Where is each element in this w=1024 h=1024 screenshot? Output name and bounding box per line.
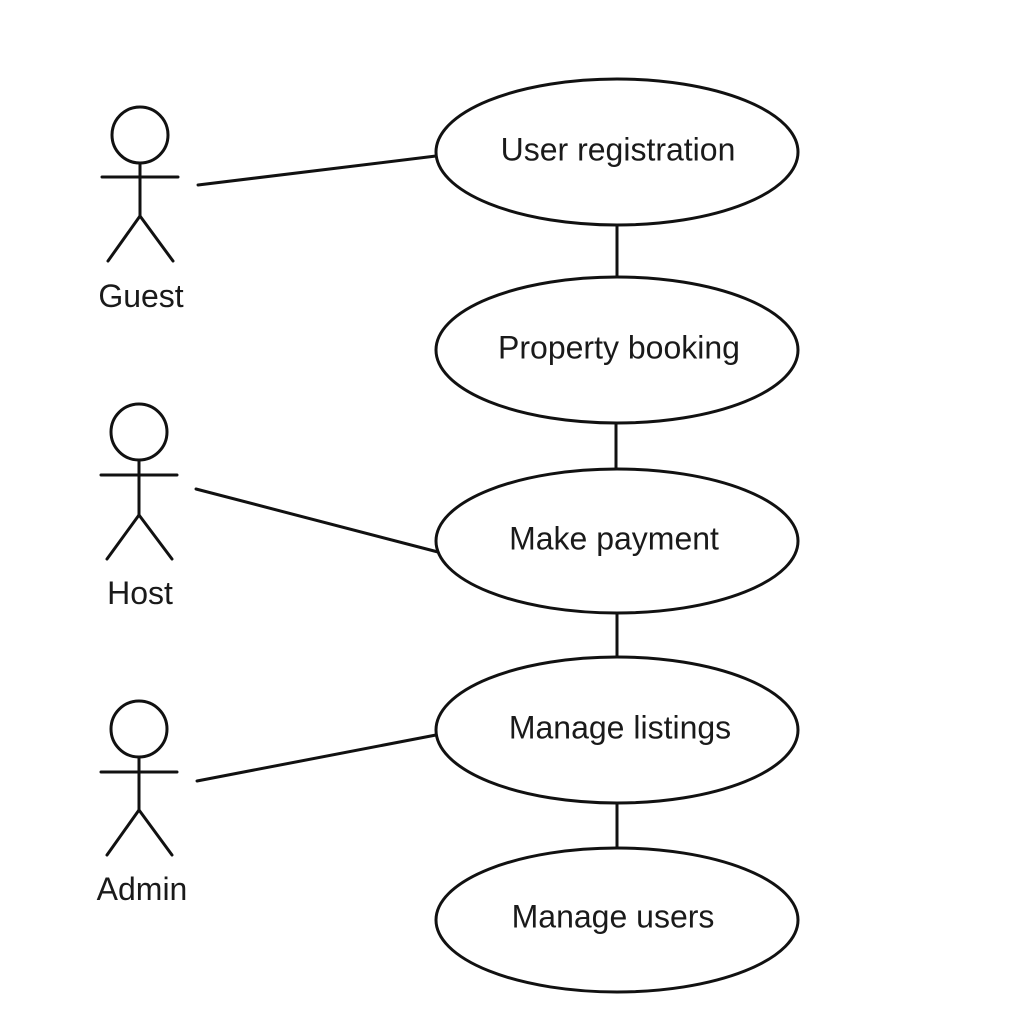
- actor-label-host: Host: [107, 575, 173, 611]
- use-case-user-registration: User registration: [434, 77, 800, 227]
- associations: [194, 154, 619, 851]
- use-case-label-manage-users: Manage users: [512, 898, 715, 934]
- use-case-label-user-registration: User registration: [501, 131, 736, 167]
- stick-figure-icon: [100, 105, 180, 263]
- association-host-make-payment: [194, 487, 440, 554]
- actor-guest: Guest: [98, 105, 184, 314]
- use-case-manage-users: Manage users: [434, 846, 800, 994]
- use-case-label-manage-listings: Manage listings: [509, 709, 731, 745]
- association-admin-manage-listings: [195, 733, 438, 783]
- actor-label-guest: Guest: [98, 278, 183, 314]
- association-guest-user-registration: [196, 154, 438, 187]
- use-case-manage-listings: Manage listings: [434, 655, 800, 805]
- stick-figure-icon: [99, 699, 179, 857]
- use-case-label-make-payment: Make payment: [509, 520, 719, 556]
- actor-label-admin: Admin: [97, 871, 188, 907]
- use-case-property-booking: Property booking: [434, 275, 800, 425]
- use-case-label-property-booking: Property booking: [498, 329, 740, 365]
- actor-admin: Admin: [97, 699, 188, 907]
- actor-host: Host: [99, 402, 179, 611]
- use-case-make-payment: Make payment: [434, 467, 800, 615]
- stick-figure-icon: [99, 402, 179, 561]
